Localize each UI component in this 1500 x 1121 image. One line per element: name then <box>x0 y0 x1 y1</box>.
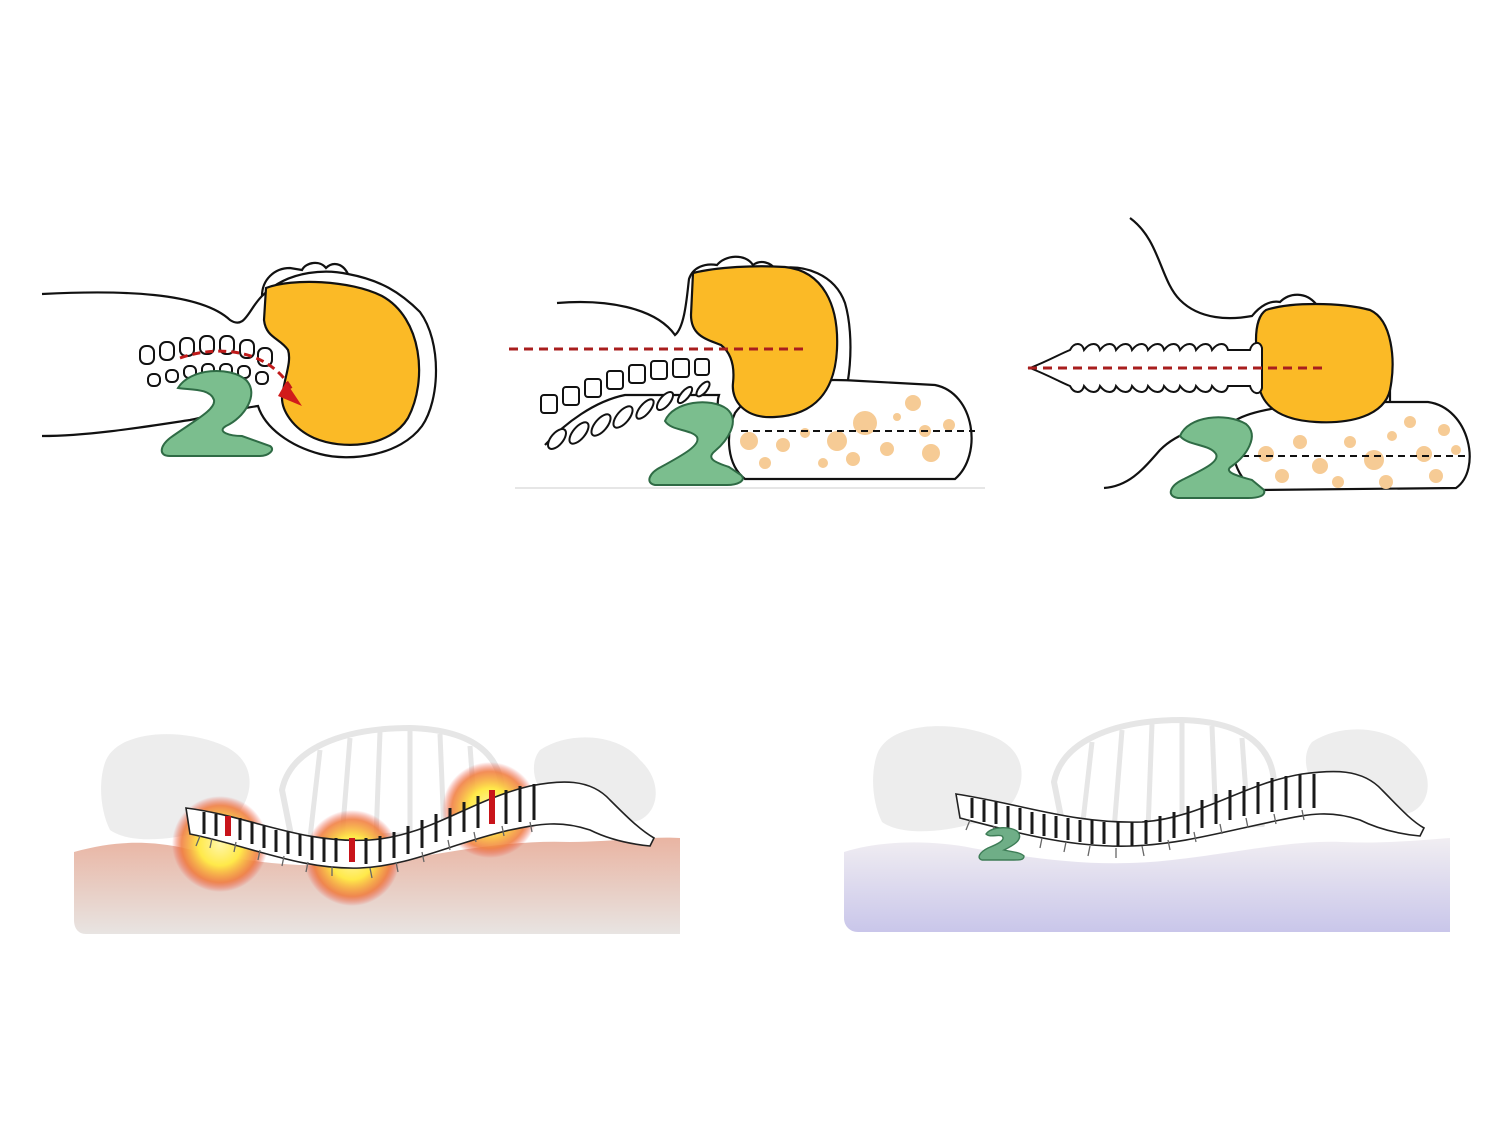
head-icon <box>1254 302 1394 424</box>
support-pillow-icon <box>1169 416 1266 499</box>
curve-arrow-icon <box>179 349 294 391</box>
vertebrae-segments-icon <box>970 774 1316 846</box>
arrowhead-icon <box>278 382 302 406</box>
figure-neck-curve <box>30 250 460 490</box>
spinous-processes-icon <box>195 821 533 879</box>
pillow-foam-dots-icon <box>1258 416 1461 489</box>
figure-back-alignment <box>1020 210 1480 500</box>
vertebrae-icon <box>540 358 711 450</box>
support-pillow-icon <box>648 401 744 486</box>
pillow-foam-dots-icon <box>740 395 955 469</box>
spine-outline <box>185 781 656 869</box>
head-icon <box>689 265 839 419</box>
spine-outline <box>955 770 1426 847</box>
face-profile <box>260 261 349 297</box>
comparison-pain-spine <box>70 720 685 940</box>
ghost-ribcage-icon <box>1050 716 1278 836</box>
inflamed-disc-icon <box>225 790 495 862</box>
comparison-aligned-spine <box>842 712 1454 934</box>
support-pillow-icon <box>160 370 274 457</box>
figure-side-alignment <box>505 245 995 495</box>
support-pillow-icon <box>978 827 1025 861</box>
head-icon <box>262 280 421 446</box>
vertebrae-segments-icon <box>202 784 536 864</box>
mattress-icon <box>844 838 1450 932</box>
